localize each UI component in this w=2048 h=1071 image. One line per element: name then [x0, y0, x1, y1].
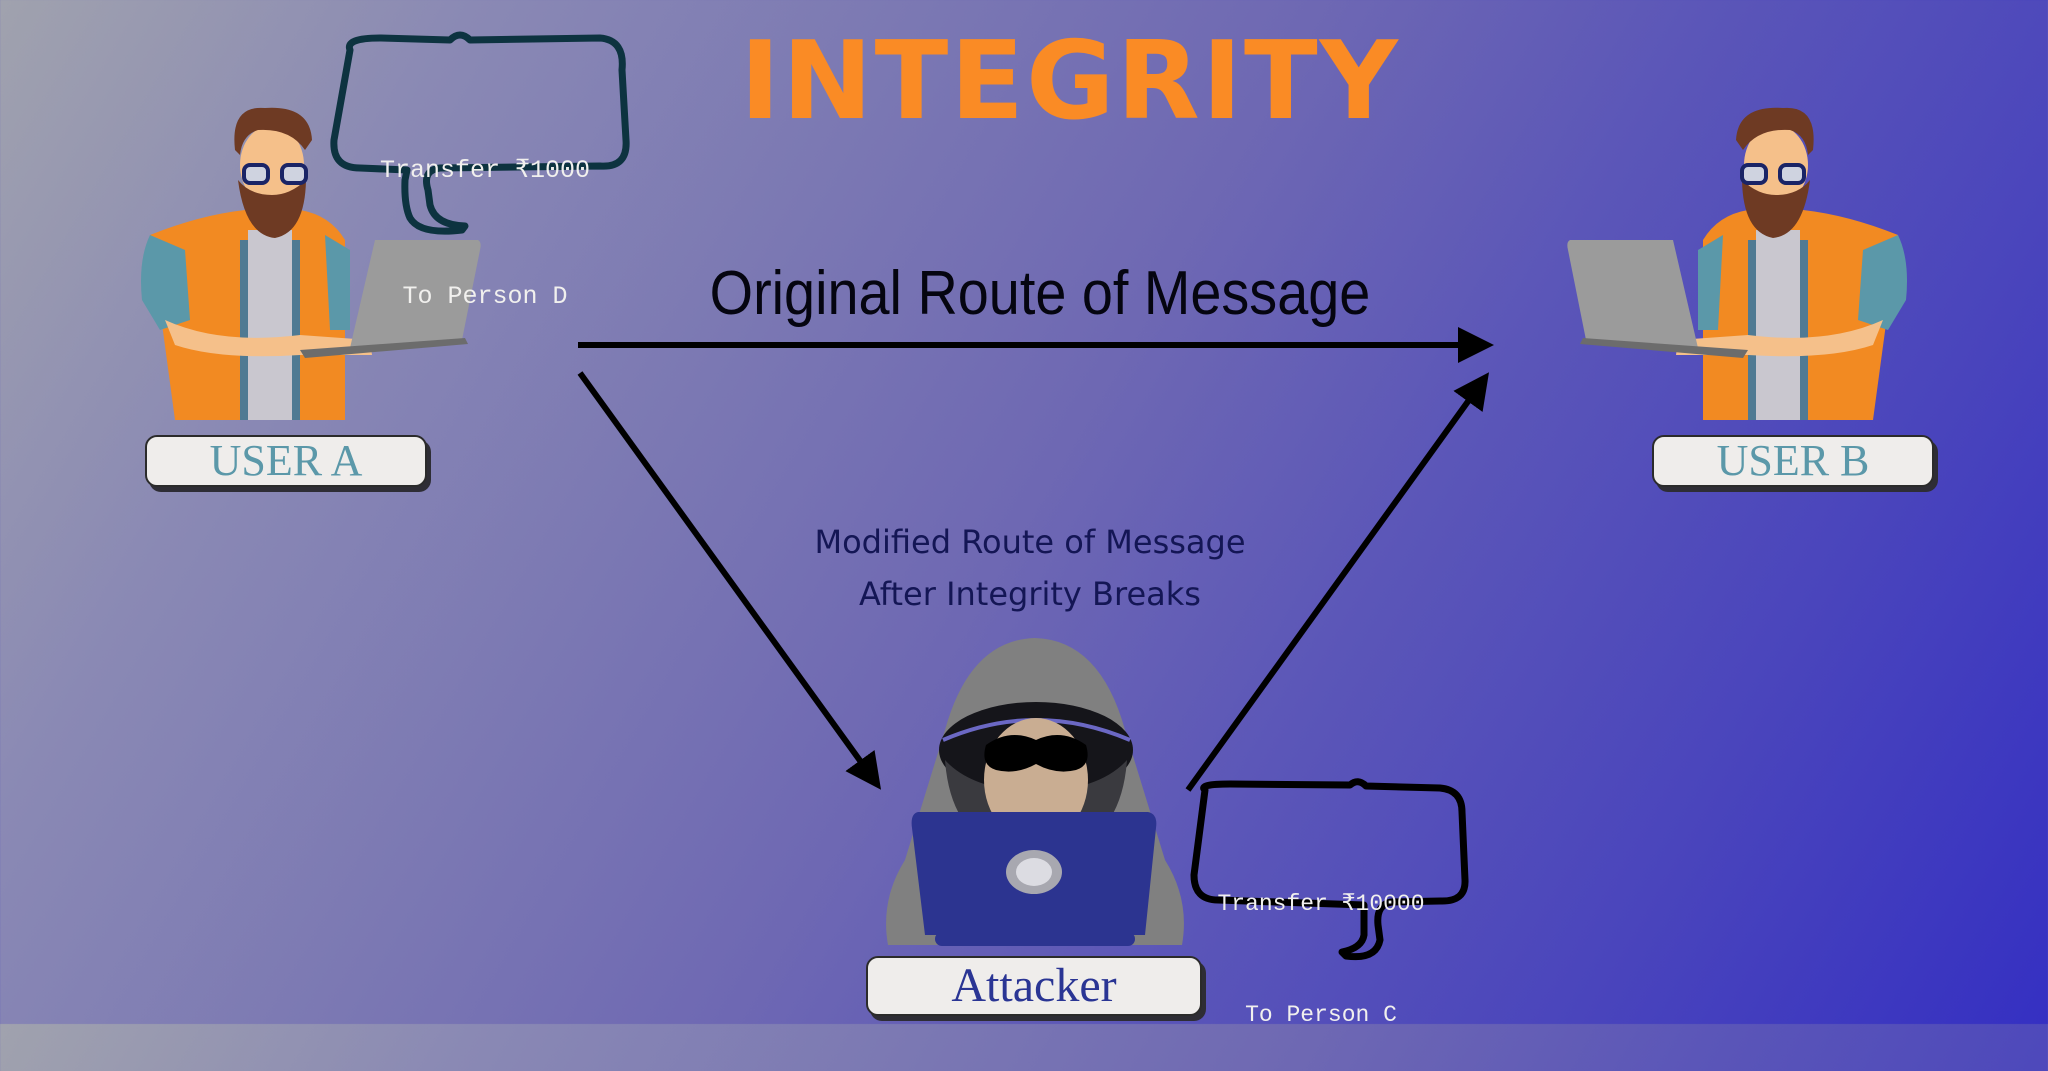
modified-route-label: Modified Route of Message After Integrit… [780, 516, 1280, 620]
original-route-label: Original Route of Message [709, 259, 1371, 328]
attacker-message-line2: To Person C [1245, 1002, 1397, 1028]
arrow-user-a-to-attacker [577, 371, 882, 790]
user-a-message-line1: Transfer ₹1000 [379, 156, 591, 185]
arrow-attacker-to-user-b [1185, 372, 1490, 792]
user-b-label: USER B [1652, 435, 1934, 487]
user-b-illustration [1567, 107, 1907, 420]
attacker-illustration [886, 638, 1184, 946]
modified-route-line1: Modified Route of Message [814, 523, 1246, 561]
modified-route-line2: After Integrity Breaks [859, 575, 1201, 613]
diagram-canvas [141, 31, 1907, 961]
page-title: INTEGRITY [740, 19, 1400, 144]
speech-bubble-user-a [330, 31, 630, 235]
user-a-message-line2: To Person D [402, 282, 568, 311]
user-a-label: USER A [145, 435, 427, 487]
attacker-message: Transfer ₹10000 To Person C [1196, 812, 1446, 1071]
attacker-label: Attacker [866, 956, 1202, 1016]
user-a-illustration [141, 107, 481, 420]
speech-bubble-attacker [1190, 778, 1469, 961]
attacker-message-line1: Transfer ₹10000 [1217, 891, 1425, 917]
user-a-message: Transfer ₹1000 To Person D [350, 66, 620, 360]
